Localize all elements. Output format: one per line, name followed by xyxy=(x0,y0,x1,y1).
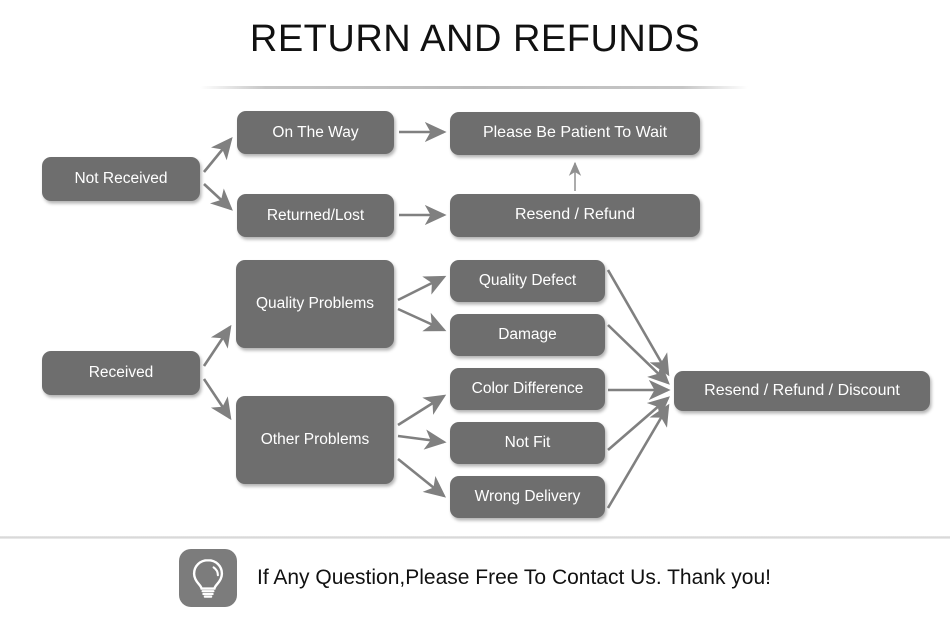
node-resend-refund-discount-label: Resend / Refund / Discount xyxy=(704,381,900,399)
node-not-received[interactable]: Not Received xyxy=(42,157,200,201)
arrow-quality-defect-to-outcome xyxy=(606,269,670,377)
node-please-be-patient-to-wait[interactable]: Please Be Patient To Wait xyxy=(450,112,700,155)
arrow-not-fit-to-outcome xyxy=(607,396,670,451)
arrow-other-problems-to-color-difference xyxy=(397,394,447,427)
arrow-damage-to-outcome xyxy=(607,324,670,385)
node-received[interactable]: Received xyxy=(42,351,200,395)
node-wrong-delivery-label: Wrong Delivery xyxy=(474,488,581,506)
node-please-be-patient-to-wait-label: Please Be Patient To Wait xyxy=(482,124,668,142)
node-on-the-way[interactable]: On The Way xyxy=(237,111,394,154)
node-returned-lost-label: Returned/Lost xyxy=(266,206,365,224)
node-color-difference-label: Color Difference xyxy=(471,380,584,398)
node-quality-defect[interactable]: Quality Defect xyxy=(450,260,605,302)
node-resend-refund-discount[interactable]: Resend / Refund / Discount xyxy=(674,371,930,411)
arrow-not-received-to-on-the-way xyxy=(202,136,233,173)
node-not-received-label: Not Received xyxy=(74,170,168,188)
arrow-quality-problems-to-damage xyxy=(397,307,447,332)
node-not-fit-label: Not Fit xyxy=(504,434,551,452)
arrow-wrong-delivery-to-outcome xyxy=(606,403,670,509)
node-other-problems-label: Other Problems xyxy=(260,431,370,449)
arrow-other-problems-to-wrong-delivery xyxy=(397,457,447,498)
footer: If Any Question,Please Free To Contact U… xyxy=(0,549,950,607)
arrow-quality-problems-to-quality-defect xyxy=(397,275,447,302)
node-resend-refund[interactable]: Resend / Refund xyxy=(450,194,700,237)
node-quality-defect-label: Quality Defect xyxy=(478,272,577,290)
arrow-received-to-quality-problems xyxy=(202,324,232,367)
footer-divider xyxy=(0,536,950,539)
node-wrong-delivery[interactable]: Wrong Delivery xyxy=(450,476,605,518)
footer-text: If Any Question,Please Free To Contact U… xyxy=(257,566,771,589)
node-returned-lost[interactable]: Returned/Lost xyxy=(237,194,394,237)
node-quality-problems[interactable]: Quality Problems xyxy=(236,260,394,348)
lightbulb-icon xyxy=(179,549,237,607)
node-quality-problems-label: Quality Problems xyxy=(255,295,374,313)
node-not-fit[interactable]: Not Fit xyxy=(450,422,605,464)
node-resend-refund-label: Resend / Refund xyxy=(514,206,636,224)
arrow-other-problems-to-not-fit xyxy=(397,429,447,450)
node-damage[interactable]: Damage xyxy=(450,314,605,356)
page-title: RETURN AND REFUNDS xyxy=(249,18,701,60)
node-received-label: Received xyxy=(88,364,154,382)
node-damage-label: Damage xyxy=(498,326,557,344)
arrow-received-to-other-problems xyxy=(202,378,232,421)
node-color-difference[interactable]: Color Difference xyxy=(450,368,605,410)
node-other-problems[interactable]: Other Problems xyxy=(236,396,394,484)
node-on-the-way-label: On The Way xyxy=(272,123,359,141)
title-divider xyxy=(200,86,748,89)
arrow-not-received-to-returned-lost xyxy=(203,183,233,211)
